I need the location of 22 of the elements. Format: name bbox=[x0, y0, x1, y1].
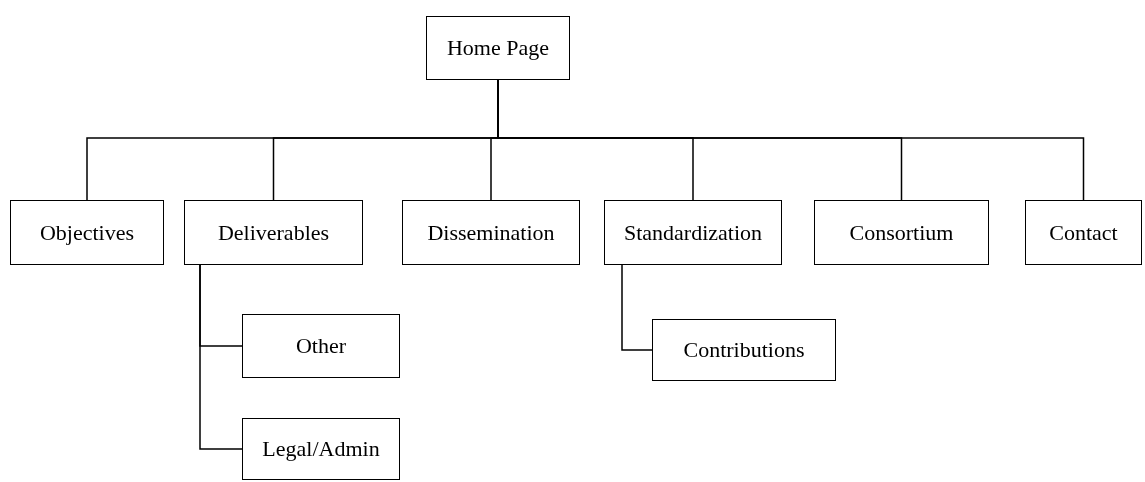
page-title: Contributions bbox=[683, 337, 805, 363]
page-title: Legal/Admin bbox=[262, 436, 380, 462]
page-box bbox=[10, 200, 164, 265]
page-box bbox=[242, 418, 400, 480]
connector-line bbox=[199, 264, 243, 450]
page-title: Contact bbox=[1049, 219, 1118, 246]
page-title: Consortium bbox=[849, 219, 954, 246]
page-box bbox=[652, 319, 836, 381]
page-title: Standardization bbox=[623, 219, 763, 246]
page-box bbox=[402, 200, 580, 265]
page-title: Other bbox=[295, 333, 347, 359]
page-title: Objectives bbox=[39, 219, 135, 246]
page-box bbox=[426, 16, 570, 80]
page-box bbox=[242, 314, 400, 378]
connector-line bbox=[621, 264, 653, 351]
page-title: Dissemination bbox=[427, 219, 555, 246]
page-title: Deliverables bbox=[217, 219, 330, 246]
page-title: Home Page bbox=[447, 35, 549, 61]
page-box bbox=[184, 200, 363, 265]
page-box bbox=[604, 200, 782, 265]
page-box bbox=[1025, 200, 1142, 265]
page-box bbox=[814, 200, 989, 265]
